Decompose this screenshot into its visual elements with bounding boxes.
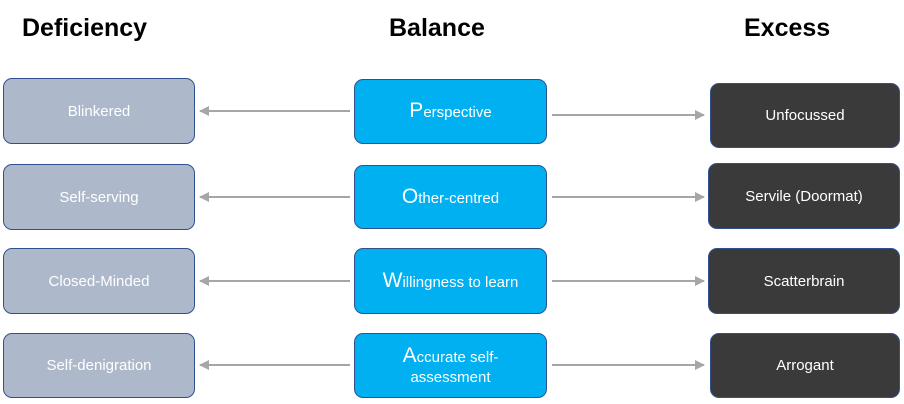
deficiency-label: Self-serving	[59, 188, 139, 206]
balance-initial: W	[382, 268, 403, 292]
balance-box-perspective: Perspective	[354, 79, 547, 144]
balance-box-accurate-self-assessment: Accurate self-assessment	[354, 333, 547, 398]
excess-label: Scatterbrain	[763, 272, 845, 290]
deficiency-box-closed-minded: Closed-Minded	[3, 248, 195, 314]
deficiency-label: Blinkered	[67, 102, 131, 120]
deficiency-box-self-denigration: Self-denigration	[3, 333, 195, 398]
balance-rest: erspective	[423, 104, 492, 122]
balance-box-willingness: Willingness to learn	[354, 248, 547, 314]
excess-box-servile: Servile (Doormat)	[708, 163, 900, 229]
balance-label: Other-centred	[402, 184, 499, 210]
deficiency-label: Closed-Minded	[48, 272, 150, 290]
balance-label: Accurate self-assessment	[389, 343, 512, 388]
balance-initial: A	[402, 344, 417, 367]
excess-box-arrogant: Arrogant	[710, 333, 900, 398]
balance-rest: illingness to learn	[402, 273, 519, 291]
excess-label: Unfocussed	[765, 107, 845, 124]
balance-initial: P	[409, 99, 424, 123]
header-balance: Balance	[389, 14, 485, 42]
balance-rest: ther-centred	[418, 189, 500, 207]
balance-label: Willingness to learn	[383, 268, 519, 294]
header-excess: Excess	[744, 14, 831, 42]
balance-box-other-centred: Other-centred	[354, 165, 547, 229]
deficiency-label: Self-denigration	[46, 357, 152, 374]
balance-initial: O	[401, 184, 419, 208]
balance-rest: ccurate self-assessment	[410, 349, 499, 387]
excess-label: Arrogant	[776, 357, 834, 374]
header-deficiency: Deficiency	[22, 14, 148, 42]
excess-label: Servile (Doormat)	[745, 187, 863, 205]
balance-label: Perspective	[409, 98, 491, 124]
deficiency-box-self-serving: Self-serving	[3, 164, 195, 230]
excess-box-unfocussed: Unfocussed	[710, 83, 900, 148]
excess-box-scatterbrain: Scatterbrain	[708, 248, 900, 314]
deficiency-box-blinkered: Blinkered	[3, 78, 195, 144]
